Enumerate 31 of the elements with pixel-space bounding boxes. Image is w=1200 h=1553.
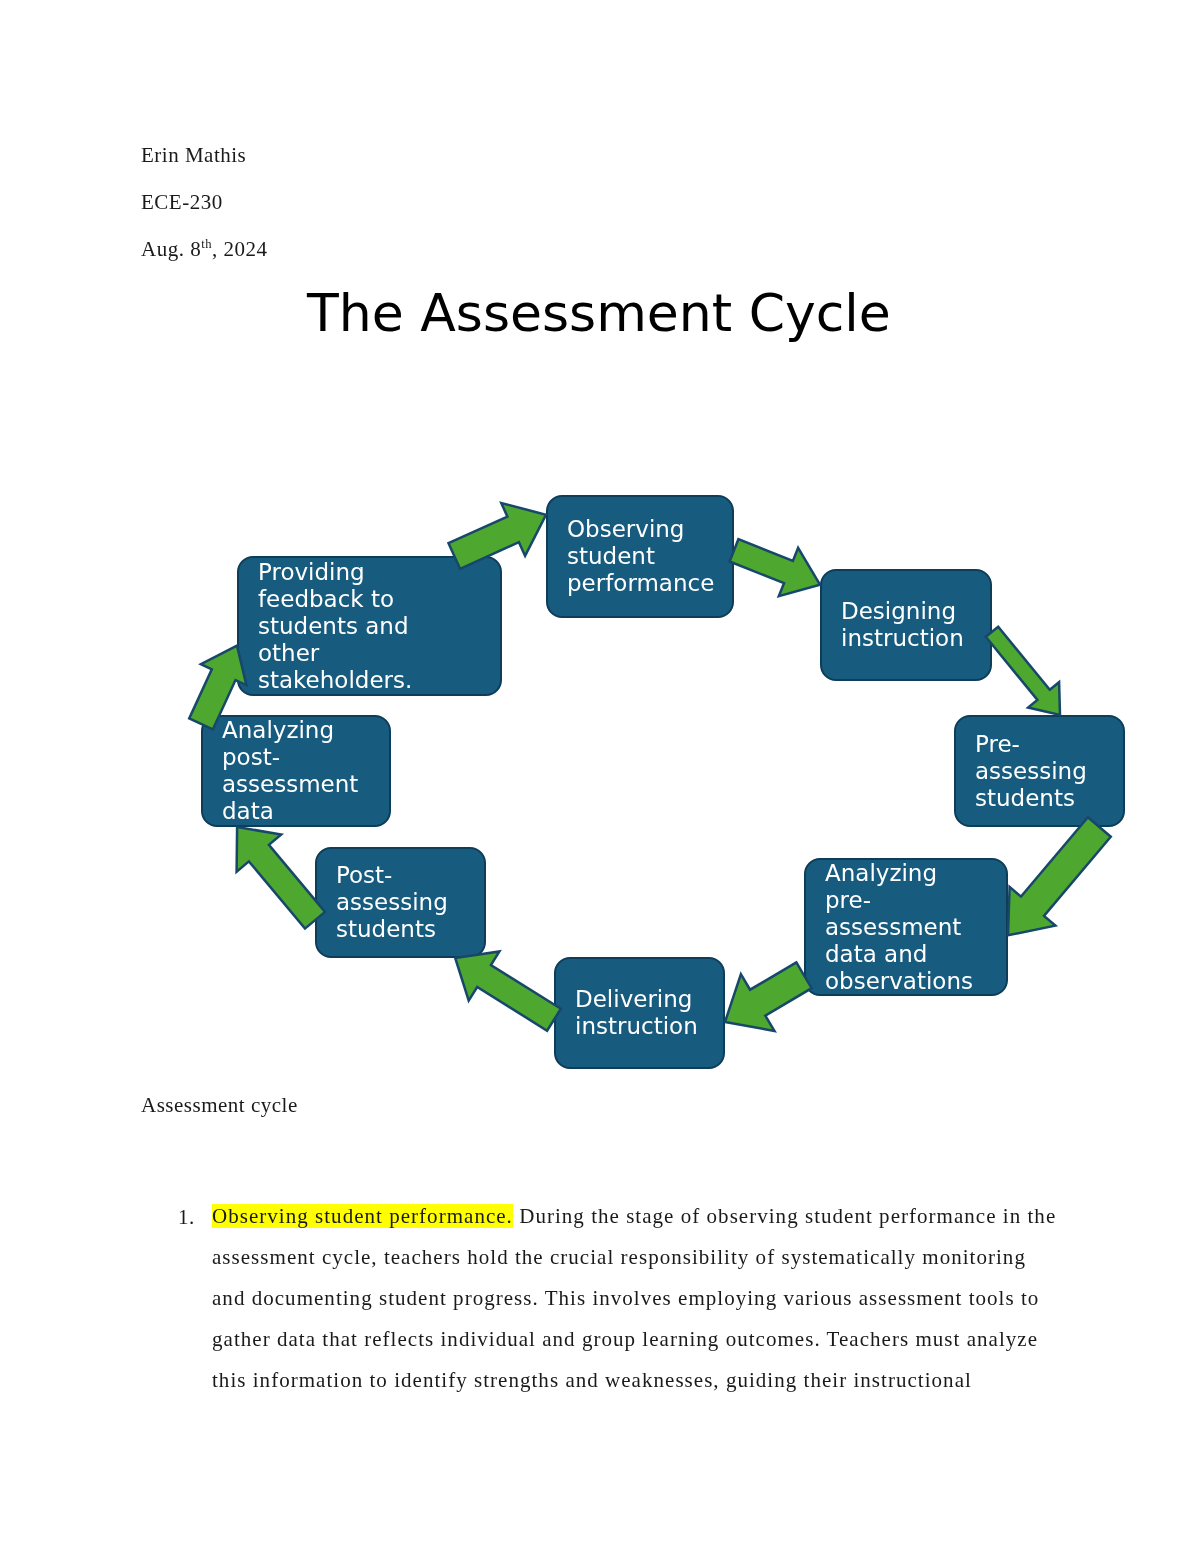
block-arrow <box>187 643 249 732</box>
step-box <box>201 715 391 827</box>
step-label: Designing instruction <box>841 598 965 652</box>
figure-caption: Assessment cycle <box>141 1093 298 1117</box>
step-label: Analyzing pre-assessment data and observations <box>825 859 974 995</box>
step-box <box>954 715 1125 827</box>
step-box <box>237 556 502 696</box>
date-text: Aug. 8$^{th}$, 2024 <box>141 237 268 261</box>
step-label: Post-assessing students <box>336 862 449 943</box>
block-arrow <box>728 537 822 599</box>
block-arrow <box>453 949 563 1033</box>
block-arrow <box>984 624 1062 717</box>
course-code: ECE-230 <box>141 190 223 214</box>
author-name: Erin Mathis <box>141 143 247 167</box>
block-arrow <box>723 960 814 1033</box>
step-label: Pre-assessing students <box>975 730 1088 812</box>
step-box <box>546 495 734 618</box>
step-label: Observing student performance <box>567 516 716 597</box>
paragraph-text: Observing student performance. During the stage of observing student performance in the assessment cycle, teachers hold the crucial responsibility of systematically monitoring and documenting student progress. This involves employing various assessment tools to gather data that reflects individual and group learning outcomes. Teachers must analyze this information to identify strengths and weaknesses, guiding their instructional <box>212 1203 1058 1394</box>
step-box <box>820 569 992 681</box>
step-label: Providing feedback to students and other stakeholders. <box>258 558 414 694</box>
block-arrow <box>235 825 327 931</box>
block-arrow <box>446 501 548 571</box>
step-box <box>315 847 486 958</box>
page-title: The Assessment Cycle <box>307 282 891 345</box>
step-label: Delivering instruction <box>575 986 699 1040</box>
step-label: Analyzing post-assessment data <box>222 717 360 825</box>
step-box <box>804 858 1008 996</box>
block-arrow <box>1006 815 1113 937</box>
list-number: 1. <box>178 1205 195 1229</box>
step-box <box>554 957 725 1069</box>
